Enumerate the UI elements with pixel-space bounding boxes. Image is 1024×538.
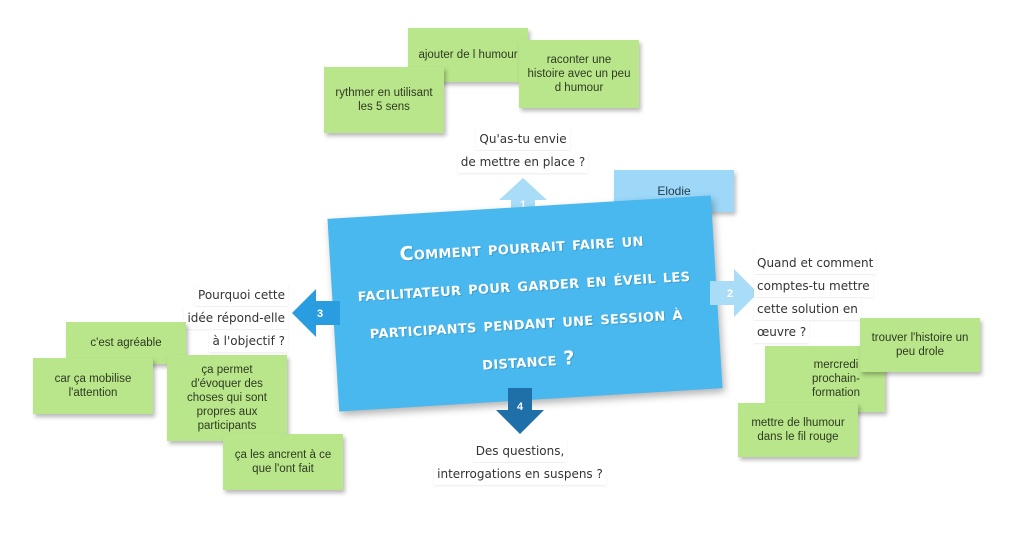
sticky-note[interactable]: raconter une histoire avec un peu d humo… [519,40,639,108]
central-question-card[interactable]: Comment pourrait faire un facilitateur p… [327,195,723,412]
branch-arrow-3[interactable]: 3 [292,287,340,339]
sticky-note[interactable]: car ça mobilise l'attention [33,358,153,414]
sticky-note[interactable]: rythmer en utilisant les 5 sens [324,67,444,133]
sticky-note[interactable]: ça permet d'évoquer des choses qui sont … [167,355,287,441]
arrow-left-icon [292,289,340,337]
branch-label-2: Quand et comment comptes-tu mettre cette… [754,252,894,344]
branch-number-1: 1 [520,199,526,211]
arrow-right-icon [710,269,758,317]
branch-arrow-2[interactable]: 2 [710,267,758,319]
branch-label-1: Qu'as-tu envie de mettre en place ? [438,128,608,174]
central-question: Comment pourrait faire un facilitateur p… [356,228,691,375]
branch-arrow-4[interactable]: 4 [494,388,546,434]
branch-number-3: 3 [317,308,323,320]
branch-label-3: Pourquoi cette idée répond-elle à l'obje… [160,284,288,353]
branch-number-4: 4 [517,401,524,413]
sticky-note[interactable]: c'est agréable [66,322,186,364]
sticky-note[interactable]: ça les ancrent à ce que l'ont fait [223,434,343,490]
sticky-note[interactable]: mettre de lhumour dans le fil rouge [738,403,858,457]
branch-label-4: Des questions, interrogations en suspens… [420,440,620,486]
branch-number-2: 2 [727,288,733,300]
arrow-down-icon [496,388,544,434]
sticky-note[interactable]: trouver l'histoire un peu drole [860,318,980,372]
